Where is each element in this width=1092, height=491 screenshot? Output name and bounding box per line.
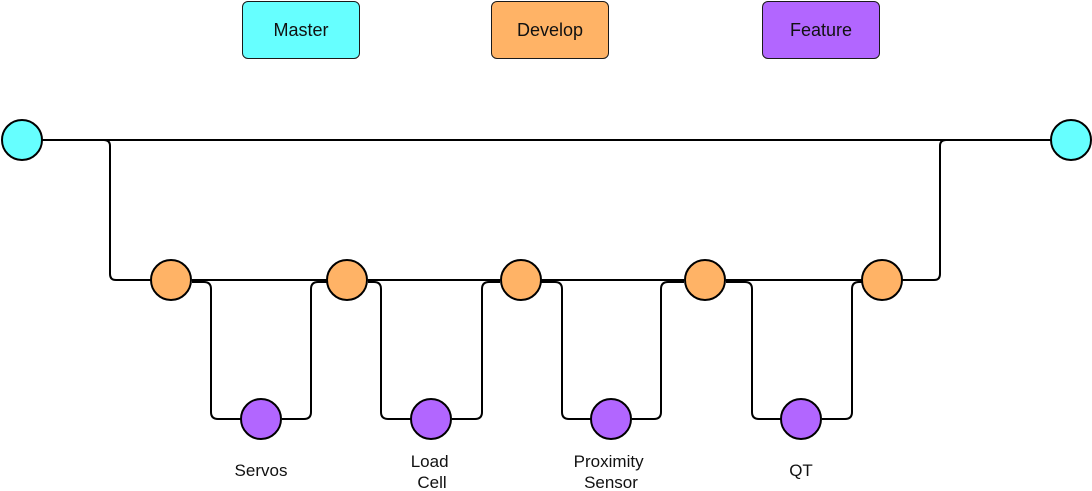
feature-node-load-cell — [410, 398, 452, 440]
feature-label-proximity-sensor-line-1: Proximity — [574, 452, 644, 471]
feature-label-load-cell-line-2: Cell — [417, 473, 446, 491]
master-node-start — [1, 119, 43, 161]
feature-connector-proximity-sensor — [541, 281, 684, 420]
branch-connectors — [42, 139, 1052, 420]
develop-to-master-connector — [902, 139, 1000, 281]
master-to-develop-connector — [80, 139, 152, 281]
feature-label-qt-line-1: QT — [789, 461, 813, 480]
feature-label-load-cell: Load Cell — [411, 452, 454, 491]
legend-master-label: Master — [273, 19, 329, 40]
feature-label-servos-line-1: Servos — [235, 461, 288, 480]
legend-feature-label: Feature — [789, 19, 853, 40]
develop-node-2 — [326, 259, 368, 301]
feature-connector-servos — [192, 281, 328, 420]
develop-node-5 — [861, 259, 903, 301]
feature-label-proximity-sensor: Proximity Sensor — [574, 452, 649, 491]
legend-develop: Develop — [491, 1, 609, 59]
feature-node-qt — [780, 398, 822, 440]
feature-label-qt: QT — [789, 461, 813, 480]
feature-connector-qt — [726, 281, 862, 420]
legend-feature: Feature — [762, 1, 880, 59]
develop-node-1 — [150, 259, 192, 301]
feature-label-proximity-sensor-line-2: Sensor — [584, 473, 638, 491]
master-node-end — [1050, 119, 1092, 161]
feature-label-load-cell-line-1: Load — [411, 452, 449, 471]
legend-develop-label: Develop — [516, 19, 584, 40]
develop-node-3 — [500, 259, 542, 301]
feature-node-servos — [240, 398, 282, 440]
feature-node-proximity-sensor — [590, 398, 632, 440]
feature-label-servos: Servos — [235, 461, 288, 480]
legend-master: Master — [242, 1, 360, 59]
develop-node-4 — [684, 259, 726, 301]
feature-connector-load-cell — [368, 281, 500, 420]
